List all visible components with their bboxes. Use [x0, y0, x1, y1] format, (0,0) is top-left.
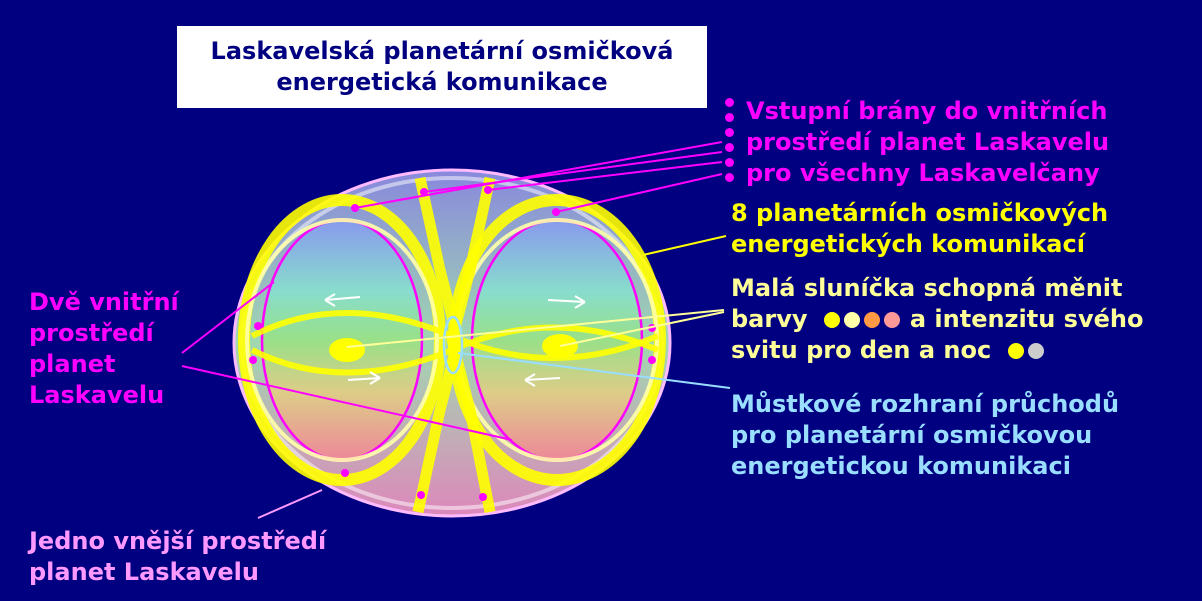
suns-line-1: Malá sluníčka schopná měnit — [731, 274, 1123, 302]
suns-line-3-text: svitu pro den a noc — [731, 336, 992, 364]
communications-line-1: 8 planetárních osmičkových — [731, 199, 1109, 227]
inner-line-3: planet — [29, 350, 116, 378]
communication-bands — [238, 176, 666, 514]
bridge-line-3: energetickou komunikaci — [731, 452, 1071, 480]
outer-line-2: planet Laskavelu — [29, 558, 259, 586]
diagram-title: Laskavelská planetární osmičková energet… — [177, 26, 707, 108]
label-bridge: Můstkové rozhraní průchodů pro planetárn… — [731, 389, 1119, 482]
sun-color-dot-orange — [863, 312, 880, 328]
title-line-1: Laskavelská planetární osmičková — [210, 37, 674, 65]
bridge-interface — [442, 315, 464, 375]
leader-lines — [181, 141, 731, 519]
title-line-2: energetická komunikace — [276, 68, 608, 96]
label-outer-environment: Jedno vnější prostředí planet Laskavelu — [29, 526, 326, 588]
direction-arrows — [324, 293, 586, 387]
entry-gate-dots — [249, 186, 656, 501]
communications-line-2: energetických komunikací — [731, 230, 1085, 258]
outer-line-1: Jedno vnější prostředí — [29, 527, 327, 555]
sun-left — [329, 338, 365, 362]
bridge-line-2: pro planetární osmičkovou — [731, 421, 1093, 449]
sun-color-dot-yellow — [823, 312, 840, 328]
label-communications: 8 planetárních osmičkových energetických… — [731, 198, 1108, 260]
inner-line-4: Laskavelu — [29, 381, 165, 409]
suns-line-2-suffix: a intenzitu svého — [909, 305, 1144, 333]
label-inner-environments: Dvě vnitřní prostředí planet Laskavelu — [29, 287, 179, 411]
suns-line-2: barvy a intenzitu svého — [731, 304, 1143, 335]
gate-bullets — [725, 98, 739, 188]
gates-line-2: prostředí planet Laskavelu — [746, 128, 1110, 156]
gates-line-3: pro všechny Laskavelčany — [746, 159, 1100, 187]
suns-line-3: svitu pro den a noc — [731, 335, 1143, 366]
night-color-dot-grey — [1027, 343, 1044, 359]
inner-line-2: prostředí — [29, 319, 154, 347]
gates-line-1: Vstupní brány do vnitřních — [746, 97, 1108, 125]
inner-line-1: Dvě vnitřní — [29, 288, 179, 316]
sun-color-dot-pink — [883, 312, 900, 328]
label-small-suns: Malá sluníčka schopná měnit barvy a inte… — [731, 273, 1143, 366]
night-color-dot-yellow — [1007, 343, 1024, 359]
bridge-line-1: Můstkové rozhraní průchodů — [731, 390, 1120, 418]
suns-line-2-prefix: barvy — [731, 305, 808, 333]
label-entry-gates: Vstupní brány do vnitřních prostředí pla… — [746, 96, 1109, 189]
sun-color-dot-pale — [843, 312, 860, 328]
